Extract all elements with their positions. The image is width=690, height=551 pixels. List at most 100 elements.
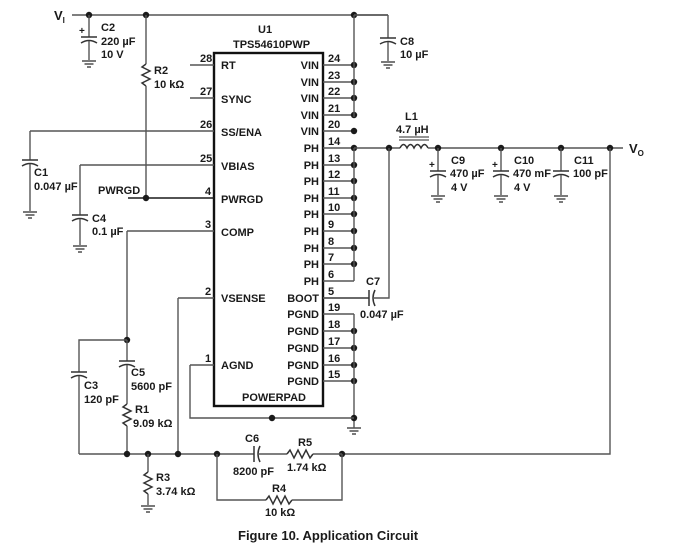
svg-text:5600 pF: 5600 pF	[131, 381, 172, 393]
capacitor-c4: C4 0.1 µF	[71, 165, 124, 253]
svg-text:2: 2	[205, 286, 211, 298]
svg-text:C11: C11	[574, 155, 594, 167]
c8-ref: C8	[400, 36, 414, 48]
pin-number: 13	[328, 153, 340, 165]
svg-text:100 pF: 100 pF	[573, 168, 608, 180]
right-pins: 24VIN23VIN22VIN21VIN20VIN14PH13PH12PH11P…	[287, 53, 369, 388]
svg-text:9.09 kΩ: 9.09 kΩ	[133, 418, 173, 430]
svg-text:C5: C5	[131, 367, 145, 379]
svg-text:27: 27	[200, 86, 212, 98]
c8-value: 10 µF	[400, 49, 429, 61]
pin-name: PH	[304, 193, 319, 205]
ic-part: TPS54610PWP	[233, 39, 310, 51]
pin-name: PH	[304, 209, 319, 221]
r2-value: 10 kΩ	[154, 79, 184, 91]
svg-text:26: 26	[200, 119, 212, 131]
pin-name: PH	[304, 176, 319, 188]
resistor-r1: R1 9.09 kΩ	[121, 403, 173, 454]
svg-text:28: 28	[200, 53, 212, 65]
svg-text:VSENSE: VSENSE	[221, 293, 266, 305]
capacitor-c10: + C10 470 mF 4 V	[492, 148, 551, 203]
svg-text:4.7 µH: 4.7 µH	[396, 124, 429, 136]
pin-number: 16	[328, 353, 340, 365]
capacitor-c8: C8 10 µF	[354, 14, 429, 69]
pwrgd-net-label: PWRGD	[98, 185, 140, 197]
capacitor-c5: C5 5600 pF	[118, 340, 172, 404]
pin-name: PGND	[287, 326, 319, 338]
pin-number: 22	[328, 86, 340, 98]
pin-number: 14	[328, 136, 341, 148]
svg-text:3.74 kΩ: 3.74 kΩ	[156, 486, 196, 498]
pin-name: VIN	[301, 126, 319, 138]
pin-name: VIN	[301, 93, 319, 105]
capacitor-c6: C6 8200 pF	[233, 433, 287, 478]
svg-text:COMP: COMP	[221, 227, 254, 239]
pin-number: 10	[328, 202, 340, 214]
svg-text:470 µF: 470 µF	[450, 168, 485, 180]
pin-number: 18	[328, 319, 340, 331]
polarity-mark: +	[79, 26, 85, 37]
capacitor-c7: C7 0.047 µF	[323, 276, 404, 321]
vo-label: VO	[629, 141, 644, 158]
svg-text:0.047 µF: 0.047 µF	[34, 181, 78, 193]
pin-name: BOOT	[287, 293, 319, 305]
resistor-r3: R3 3.74 kΩ	[140, 454, 196, 513]
resistor-r2: R2 10 kΩ	[140, 15, 184, 198]
svg-text:C9: C9	[451, 155, 465, 167]
svg-text:C3: C3	[84, 380, 98, 392]
svg-text:120 pF: 120 pF	[84, 394, 119, 406]
pin-number: 20	[328, 119, 340, 131]
svg-text:RT: RT	[221, 60, 236, 72]
svg-text:SYNC: SYNC	[221, 94, 252, 106]
svg-text:4 V: 4 V	[514, 182, 531, 194]
vi-label: VI	[54, 8, 65, 25]
svg-text:C4: C4	[92, 213, 107, 225]
pin-name: PGND	[287, 309, 319, 321]
svg-text:VBIAS: VBIAS	[221, 161, 255, 173]
svg-text:R1: R1	[135, 404, 149, 416]
capacitor-c2: + C2 220 µF 10 V	[79, 15, 136, 68]
svg-text:10 kΩ: 10 kΩ	[265, 507, 295, 519]
junction	[350, 127, 358, 135]
svg-text:R3: R3	[156, 472, 170, 484]
resistor-r4: R4 10 kΩ	[216, 454, 343, 519]
ic-powerpad: POWERPAD	[242, 392, 306, 404]
svg-text:C7: C7	[366, 276, 380, 288]
capacitor-c9: + C9 470 µF 4 V	[429, 148, 485, 203]
ic-u1	[212, 51, 325, 408]
ic-ref: U1	[258, 24, 272, 36]
svg-text:8200 pF: 8200 pF	[233, 466, 274, 478]
svg-text:+: +	[429, 160, 435, 171]
svg-text:C1: C1	[34, 167, 48, 179]
pin-number: 21	[328, 103, 340, 115]
pin-number: 5	[328, 286, 334, 298]
junction	[174, 450, 182, 458]
pin-number: 15	[328, 369, 340, 381]
svg-text:4: 4	[205, 186, 212, 198]
agnd-wire	[189, 365, 354, 419]
inductor-l1: L1 4.7 µH	[396, 111, 429, 150]
capacitor-c1: C1 0.047 µF	[21, 131, 78, 219]
c2-value: 220 µF	[101, 36, 136, 48]
pin-name: PH	[304, 243, 319, 255]
pin-number: 9	[328, 219, 334, 231]
junction	[123, 450, 131, 458]
pin-number: 12	[328, 169, 340, 181]
pin-name: PGND	[287, 343, 319, 355]
left-pins: 28 RT 27 SYNC 26 SS/ENA 25 VBIAS 4 PWRGD…	[30, 53, 266, 372]
svg-text:1.74 kΩ: 1.74 kΩ	[287, 462, 327, 474]
pin-name: PH	[304, 226, 319, 238]
pin-number: 8	[328, 236, 334, 248]
svg-text:4 V: 4 V	[451, 182, 468, 194]
svg-text:0.1 µF: 0.1 µF	[92, 226, 124, 238]
c2-ref: C2	[101, 22, 115, 34]
c3-wire	[78, 339, 127, 372]
svg-text:C10: C10	[514, 155, 534, 167]
svg-text:1: 1	[205, 353, 211, 365]
pin-number: 6	[328, 269, 334, 281]
pin-number: 11	[328, 186, 340, 198]
pin-name: PGND	[287, 360, 319, 372]
svg-text:PWRGD: PWRGD	[221, 194, 263, 206]
pin-number: 19	[328, 302, 340, 314]
